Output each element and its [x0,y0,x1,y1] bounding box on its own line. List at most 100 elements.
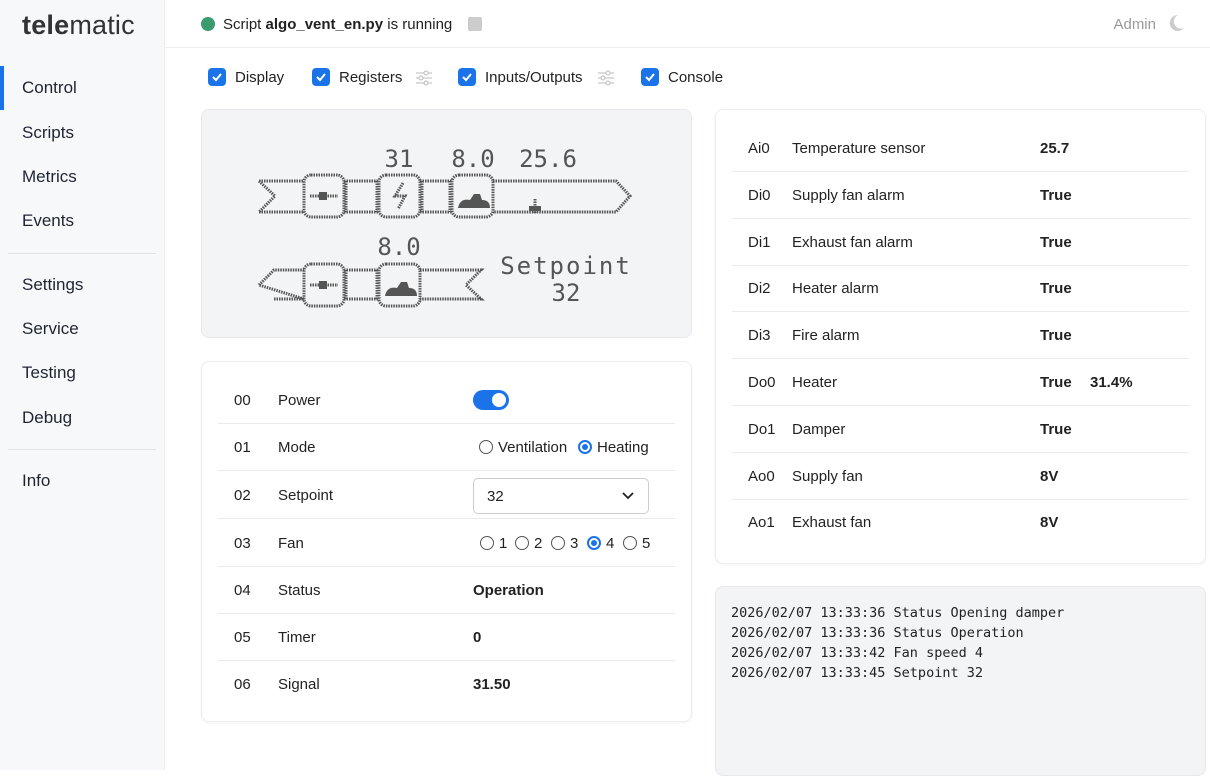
console-line: 2026/02/07 13:33:36 Status Operation [731,625,1024,641]
io-name: Heater [792,374,838,391]
io-value: True [1040,327,1072,345]
divider [8,449,156,450]
setpoint-value: 32 [552,279,581,307]
io-extra: 31.4% [1090,374,1133,391]
power-toggle[interactable] [473,390,509,410]
exhaust-fan-value: 8.0 [377,233,420,261]
io-value: True [1040,280,1072,298]
io-value: 8V [1040,467,1059,485]
io-settings-icon[interactable] [597,69,615,87]
console-line: 2026/02/07 13:33:42 Fan speed 4 [731,645,983,661]
user-menu[interactable]: Admin [1113,16,1156,33]
io-id: Di2 [748,280,771,298]
toggle-console[interactable]: Console [641,68,723,86]
toggle-registers[interactable]: Registers [312,68,402,86]
io-row: Ai0 Temperature sensor 25.7 [732,125,1189,172]
script-status: Script algo_vent_en.py is running [223,16,453,33]
registers-settings-icon[interactable] [415,69,433,87]
fan-radio-4[interactable]: 4 [587,535,614,552]
setpoint-label: Setpoint [500,252,632,280]
heater-box [377,173,422,219]
mode-heating-radio[interactable]: Heating [578,439,649,456]
exhaust-duct-outlet [257,268,305,301]
io-id: Ai0 [748,140,770,157]
fan-icon [385,282,417,296]
divider [8,253,156,254]
io-row: Di2 Heater alarm True [732,265,1189,313]
checkbox-checked-icon[interactable] [312,68,330,86]
io-name: Temperature sensor [792,140,926,157]
io-name: Heater alarm [792,280,879,298]
sidebar-item-debug[interactable]: Debug [22,408,73,427]
io-id: Di0 [748,186,771,204]
console-line: 2026/02/07 13:33:45 Setpoint 32 [731,665,983,681]
io-id: Do0 [748,374,776,391]
console-panel: 2026/02/07 13:33:36 Status Opening dampe… [715,586,1206,776]
io-id: Ao1 [748,514,775,532]
fan-radio-2[interactable]: 2 [515,535,542,552]
mode-ventilation-radio[interactable]: Ventilation [479,439,567,456]
sidebar-item-testing[interactable]: Testing [22,363,76,382]
lcd-display: 31 8.0 25.6 8.0 Setpoint 32 [257,145,633,308]
setpoint-select[interactable]: 32 [473,478,649,514]
io-value: 8V [1040,514,1059,532]
temperature-value: 25.6 [519,145,577,173]
display-panel: 31 8.0 25.6 8.0 Setpoint 32 [201,109,692,338]
io-row: Ao1 Exhaust fan 8V [732,499,1189,546]
io-value: True [1040,420,1072,438]
toggle-inputs-outputs[interactable]: Inputs/Outputs [458,68,583,86]
moon-icon[interactable] [1166,13,1186,33]
logo[interactable]: telematic [22,10,135,40]
io-value: 25.7 [1040,140,1070,157]
supply-fan-box [450,173,495,219]
io-name: Supply fan [792,467,863,485]
fan-radio-1[interactable]: 1 [480,535,507,552]
supply-fan-value: 8.0 [451,145,494,173]
io-row: Do1 Damper True [732,406,1189,453]
io-name: Fire alarm [792,327,860,345]
checkbox-checked-icon[interactable] [641,68,659,86]
fan-radio-3[interactable]: 3 [551,535,578,552]
io-value: True [1040,233,1072,251]
io-row: Di0 Supply fan alarm True [732,172,1189,219]
checkbox-checked-icon[interactable] [458,68,476,86]
io-id: Ao0 [748,467,775,485]
toggle-display[interactable]: Display [208,68,284,86]
fan-radio-5[interactable]: 5 [623,535,650,552]
exhaust-fan-box [377,262,422,308]
sidebar-item-info[interactable]: Info [22,471,51,490]
stop-script-button[interactable] [468,17,482,31]
io-id: Do1 [748,420,776,438]
io-value: True [1040,186,1072,204]
checkbox-checked-icon[interactable] [208,68,226,86]
chevron-down-icon [622,492,634,500]
io-id: Di3 [748,327,771,345]
sidebar-item-scripts[interactable]: Scripts [22,123,74,142]
temperature-sensor-icon [529,206,541,211]
io-name: Exhaust fan [792,514,872,532]
fan-icon [458,194,490,208]
io-name: Damper [792,420,846,438]
io-name: Supply fan alarm [792,186,905,204]
io-value: True [1040,374,1072,391]
sidebar-item-events[interactable]: Events [22,211,74,230]
sidebar-item-service[interactable]: Service [22,319,79,338]
sidebar-item-metrics[interactable]: Metrics [22,167,77,186]
io-row: Di3 Fire alarm True [732,312,1189,360]
io-row: Do0 Heater True 31.4% [732,359,1189,406]
supply-duct-inlet [257,179,304,214]
supply-damper-box [302,173,346,219]
supply-duct-outlet [493,179,633,214]
sidebar-item-control[interactable]: Control [22,78,77,97]
sidebar-item-settings[interactable]: Settings [22,275,84,294]
running-status-icon [201,17,215,31]
